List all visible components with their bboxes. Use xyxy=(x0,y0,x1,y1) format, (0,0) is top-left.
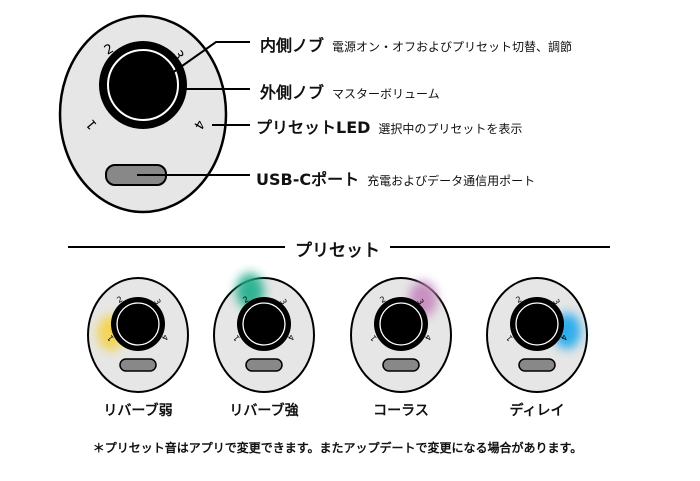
position-label: 3 xyxy=(278,297,288,306)
position-label: 3 xyxy=(415,297,425,306)
callout-usb-port: USB-Cポート 充電およびデータ通信用ポート xyxy=(256,166,535,190)
position-label: 3 xyxy=(551,297,561,306)
preset-device: 1 2 3 4 xyxy=(486,277,588,393)
callout-desc: 電源オン・オフおよびプリセット切替、調節 xyxy=(332,40,573,54)
inner-knob xyxy=(118,304,158,344)
usb-c-port xyxy=(382,358,420,372)
callout-desc: マスターボリューム xyxy=(332,87,440,101)
preset-device: 1 2 3 4 xyxy=(213,273,315,393)
position-label: 4 xyxy=(286,333,296,342)
preset-device: 1 2 3 4 xyxy=(350,277,452,393)
callout-desc: 充電およびデータ通信用ポート xyxy=(367,174,536,188)
position-label: 2 xyxy=(115,294,124,304)
callout-inner-knob: 内側ノブ 電源オン・オフおよびプリセット切替、調節 xyxy=(260,32,572,56)
callout-title: プリセットLED xyxy=(256,118,371,137)
callout-title: 外側ノブ xyxy=(260,83,325,102)
callout-title: USB-Cポート xyxy=(256,170,360,189)
position-label: 2 xyxy=(514,294,523,304)
preset-name: リバーブ弱 xyxy=(103,403,173,419)
device-large: 2 3 1 4 xyxy=(58,14,228,214)
position-label: 1 xyxy=(232,333,242,343)
usb-c-port xyxy=(245,358,283,372)
callout-preset-led: プリセットLED 選択中のプリセットを表示 xyxy=(256,114,522,138)
usb-c-port xyxy=(518,358,556,372)
inner-knob xyxy=(517,304,557,344)
footnote: ＊プリセット音はアプリで変更できます。またアップデートで変更になる場合があります… xyxy=(92,441,583,455)
callout-outer-knob: 外側ノブ マスターボリューム xyxy=(260,79,440,103)
position-label: 1 xyxy=(369,333,379,343)
callout-desc: 選択中のプリセットを表示 xyxy=(378,122,523,136)
usb-c-port xyxy=(119,358,157,372)
presets-title: プリセット xyxy=(295,241,380,261)
position-label: 4 xyxy=(423,333,433,342)
position-label: 4 xyxy=(160,333,170,342)
position-label: 1 xyxy=(106,333,116,343)
preset-name: コーラス xyxy=(373,403,429,419)
preset-name: ディレイ xyxy=(509,403,565,419)
preset-device: 1 2 3 4 xyxy=(87,277,189,393)
inner-knob xyxy=(110,52,176,118)
callout-title: 内側ノブ xyxy=(260,36,325,55)
preset-name: リバーブ強 xyxy=(229,403,299,419)
position-label: 1 xyxy=(505,333,515,343)
inner-knob xyxy=(244,304,284,344)
position-label: 2 xyxy=(378,294,387,304)
position-label: 3 xyxy=(152,297,162,306)
callout-line-inner-knob xyxy=(157,41,250,84)
inner-knob xyxy=(381,304,421,344)
position-label: 4 xyxy=(559,333,569,342)
position-label: 2 xyxy=(241,294,250,304)
